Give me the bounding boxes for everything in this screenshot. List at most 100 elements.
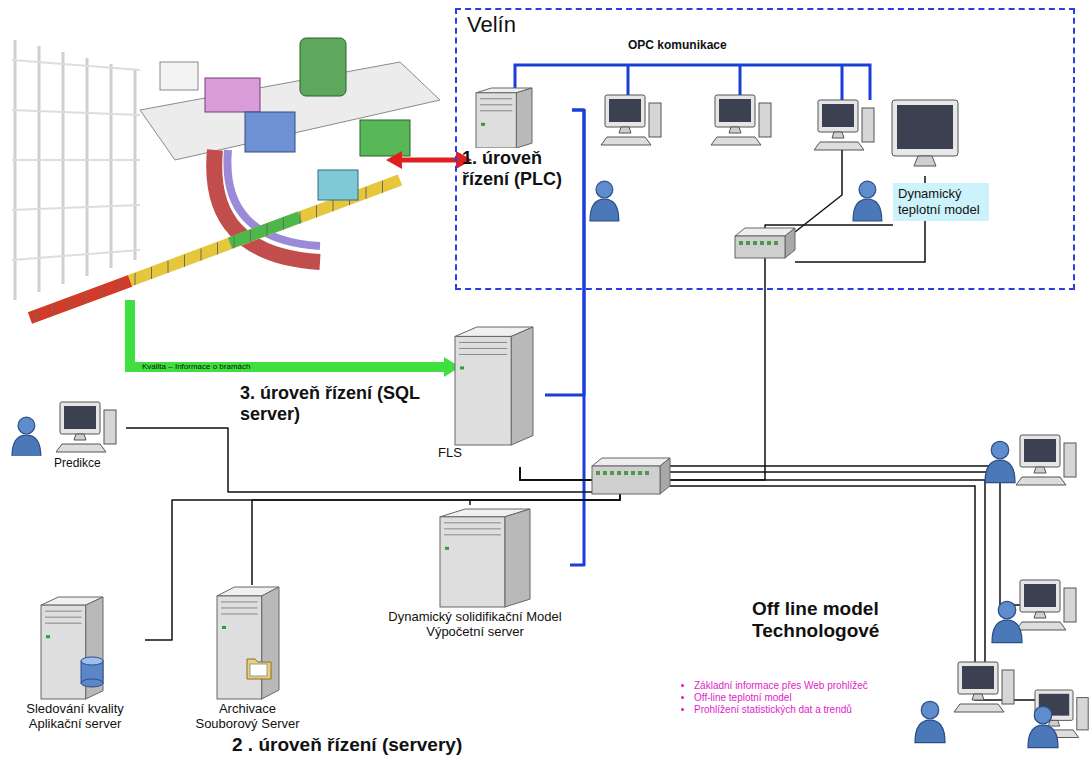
server-bay [459, 342, 507, 343]
computer-icon [56, 402, 116, 452]
node-icon [8, 398, 126, 456]
user-icon [1028, 706, 1058, 747]
pc-tower [759, 103, 771, 137]
pc-tower [104, 410, 116, 444]
keyboard [711, 137, 761, 145]
server-icon [440, 509, 530, 607]
hall-beam [12, 60, 140, 70]
node-title: Predikce [54, 456, 126, 471]
user-icon [590, 181, 619, 221]
system-node: Predikce [8, 398, 126, 471]
network-link [145, 467, 620, 640]
monitor-icon [892, 100, 958, 166]
monitor-case [1020, 435, 1060, 467]
user-body [1028, 725, 1058, 748]
server-side [505, 509, 530, 607]
switch-side [660, 458, 670, 494]
node-icon [453, 325, 535, 447]
node-title: Dynamický solidifikační Model Výpočetní … [380, 609, 570, 639]
roller [201, 249, 202, 261]
switch-port [596, 471, 600, 475]
server-bay [444, 528, 501, 529]
strand-guide-inner [227, 150, 320, 246]
system-node: 1. úroveň řízení (PLC) [462, 86, 572, 190]
opc-bus [515, 65, 870, 100]
user-head [859, 181, 876, 198]
roller-table-green [230, 217, 300, 243]
user-head [991, 441, 1009, 459]
user-head [18, 417, 35, 434]
node-title: Archivace Souborový Server [195, 701, 300, 731]
switch-port [760, 241, 764, 245]
network-link [252, 467, 620, 585]
server-bay [221, 607, 258, 608]
casting-platform [140, 62, 440, 160]
server-bay [45, 617, 82, 618]
pc-tower [649, 103, 661, 137]
keyboard [601, 137, 651, 145]
server-icon [41, 597, 103, 699]
user-body [853, 199, 882, 221]
monitor-screen [64, 406, 96, 429]
switch-port [774, 241, 778, 245]
server-bay [45, 623, 82, 624]
switch-port [631, 471, 635, 475]
pc-tower [1064, 588, 1076, 622]
server-led [481, 123, 485, 126]
roller [184, 255, 185, 267]
hall-beam [12, 205, 140, 210]
monitor-stand [832, 132, 844, 138]
monitor-case [958, 662, 998, 694]
feature-item: Off-line teplotní model [694, 692, 894, 704]
monitor-stand [1034, 467, 1046, 473]
roller [69, 298, 70, 310]
monitor-screen [719, 99, 751, 122]
pc-tower [1002, 670, 1014, 704]
database-icon [81, 657, 103, 687]
server-bay [45, 611, 82, 612]
roller [151, 267, 152, 279]
feature-item: Základní informace přes Web prohlížeč [694, 680, 894, 692]
computer-icon [1016, 435, 1076, 485]
db-bottom [81, 679, 103, 687]
monitor-screen [897, 105, 953, 149]
network-wire [668, 462, 1040, 700]
crane [160, 62, 198, 90]
monitor-stand [1048, 720, 1059, 726]
monitor-stand [74, 434, 86, 440]
monitor-stand [972, 694, 984, 700]
computer-icon [711, 95, 771, 145]
roller [234, 236, 235, 248]
node-title: Dynamický teplotní model [898, 186, 984, 218]
computer-icon [601, 95, 661, 145]
roller [366, 187, 367, 199]
switch-port [638, 471, 642, 475]
node-title: Sledování kvality Aplikační server [5, 701, 145, 731]
switch-port [624, 471, 628, 475]
node-icon [462, 86, 572, 148]
hall-column [14, 40, 17, 300]
user-body [992, 620, 1022, 643]
roller [118, 279, 119, 291]
cutting-machine [318, 170, 358, 200]
level-label: 2 . úroveň řízení (servery) [232, 733, 462, 756]
user-head [596, 181, 613, 198]
switch-top [592, 458, 670, 466]
user-icon [985, 441, 1015, 482]
roller [36, 310, 37, 322]
monitor-stand [914, 156, 936, 166]
node-icon [5, 595, 145, 701]
switch-side [785, 228, 795, 258]
server-bay [444, 534, 501, 535]
hall-column [86, 58, 89, 276]
user-head [1034, 706, 1052, 724]
switch-port [739, 241, 743, 245]
hall-beam [12, 159, 140, 161]
system-node: Archivace Souborový Server [195, 585, 300, 731]
server-side [516, 88, 532, 148]
computer-icon [954, 662, 1014, 712]
user-body [12, 435, 41, 456]
user-icon [853, 181, 882, 221]
